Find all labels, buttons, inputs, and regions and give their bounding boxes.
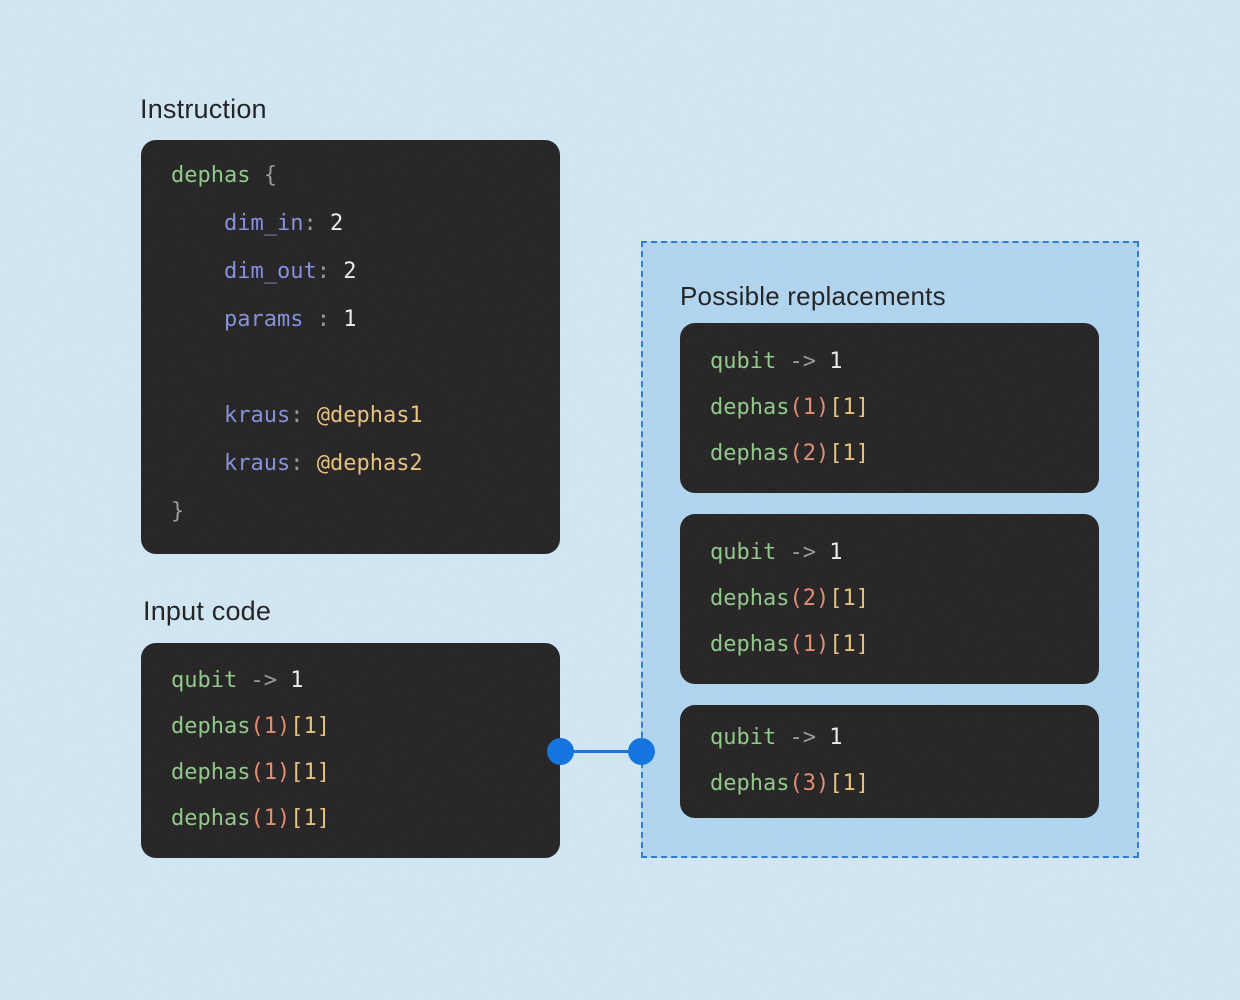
code-token <box>171 451 224 476</box>
code-token: dephas <box>171 714 251 739</box>
code-token: params <box>223 307 317 332</box>
code-line: dephas(2)[1] <box>710 576 1099 622</box>
code-token: -> <box>789 725 830 750</box>
code-line: dephas(1)[1] <box>171 750 560 796</box>
code-token <box>171 211 224 236</box>
code-token: -> <box>789 540 830 565</box>
code-token: @dephas1 <box>316 403 423 428</box>
code-line: kraus: @dephas1 <box>171 392 560 440</box>
code-token: dephas <box>710 586 790 611</box>
code-token: (2) <box>789 441 830 466</box>
code-token: [1] <box>829 395 869 420</box>
code-token: (1) <box>789 395 830 420</box>
possible-replacements-label: Possible replacements <box>680 281 946 311</box>
code-token: dephas <box>171 806 251 831</box>
code-line: qubit -> 1 <box>171 658 560 704</box>
instruction-code-block: dephas { dim_in: 2 dim_out: 2 params : 1… <box>141 140 560 554</box>
code-token: : <box>316 259 344 284</box>
code-token: dephas <box>710 771 790 796</box>
code-line: dim_out: 2 <box>171 248 560 296</box>
instruction-label: Instruction <box>140 94 267 124</box>
code-token: @dephas2 <box>316 451 423 476</box>
code-token <box>171 403 224 428</box>
code-line: kraus: @dephas2 <box>171 440 560 488</box>
code-token: dephas <box>710 395 790 420</box>
code-line: dephas(3)[1] <box>710 761 1099 807</box>
code-token: qubit <box>171 668 251 693</box>
code-token <box>171 307 224 332</box>
connector-dot-right <box>628 738 655 765</box>
code-token: -> <box>250 668 291 693</box>
code-token: 1 <box>829 540 843 565</box>
code-token: : <box>303 211 330 236</box>
code-line: dephas(1)[1] <box>710 385 1099 431</box>
code-token: 1 <box>343 307 357 332</box>
code-token: (2) <box>789 586 830 611</box>
code-token: (1) <box>250 806 291 831</box>
code-line: dephas(2)[1] <box>710 431 1099 477</box>
code-token: (1) <box>250 760 291 785</box>
code-token: qubit <box>710 349 790 374</box>
code-token: dephas <box>171 760 251 785</box>
code-token: qubit <box>710 725 790 750</box>
code-token: 1 <box>829 725 843 750</box>
code-token: dim_in <box>223 211 304 236</box>
code-token: [1] <box>290 714 330 739</box>
code-line: dephas { <box>171 152 560 200</box>
code-token: kraus <box>223 403 291 428</box>
code-token: [1] <box>829 441 869 466</box>
code-token: [1] <box>290 806 330 831</box>
code-token: dim_out <box>223 259 317 284</box>
code-token: [1] <box>829 771 869 796</box>
code-line: params : 1 <box>171 296 560 344</box>
code-token: kraus <box>223 451 291 476</box>
code-line: qubit -> 1 <box>710 530 1099 576</box>
code-token: -> <box>789 349 830 374</box>
code-token: (1) <box>250 714 291 739</box>
code-token: dephas <box>710 441 790 466</box>
code-token: [1] <box>829 586 869 611</box>
code-token: dephas <box>171 163 264 188</box>
code-token: dephas <box>710 632 790 657</box>
code-line: qubit -> 1 <box>710 715 1099 761</box>
code-token: 2 <box>329 211 344 236</box>
code-line: dim_in: 2 <box>171 200 560 248</box>
code-line: dephas(1)[1] <box>710 622 1099 668</box>
code-token: [1] <box>829 632 869 657</box>
code-token: (1) <box>789 632 830 657</box>
code-token: : <box>290 403 317 428</box>
code-token: } <box>171 499 185 524</box>
code-token: : <box>290 451 317 476</box>
code-line: qubit -> 1 <box>710 339 1099 385</box>
input-code-label: Input code <box>143 596 272 626</box>
code-line: } <box>171 488 560 536</box>
code-token: qubit <box>710 540 790 565</box>
code-token: 2 <box>343 259 357 284</box>
code-token <box>171 259 224 284</box>
code-token: [1] <box>290 760 330 785</box>
code-line <box>171 344 560 392</box>
code-line: dephas(1)[1] <box>171 796 560 842</box>
code-token: { <box>263 163 277 188</box>
code-token: 1 <box>290 668 304 693</box>
code-token: : <box>316 307 344 332</box>
code-line: dephas(1)[1] <box>171 704 560 750</box>
connector-dot-left <box>547 738 574 765</box>
code-token: (3) <box>789 771 830 796</box>
code-token: 1 <box>829 349 843 374</box>
